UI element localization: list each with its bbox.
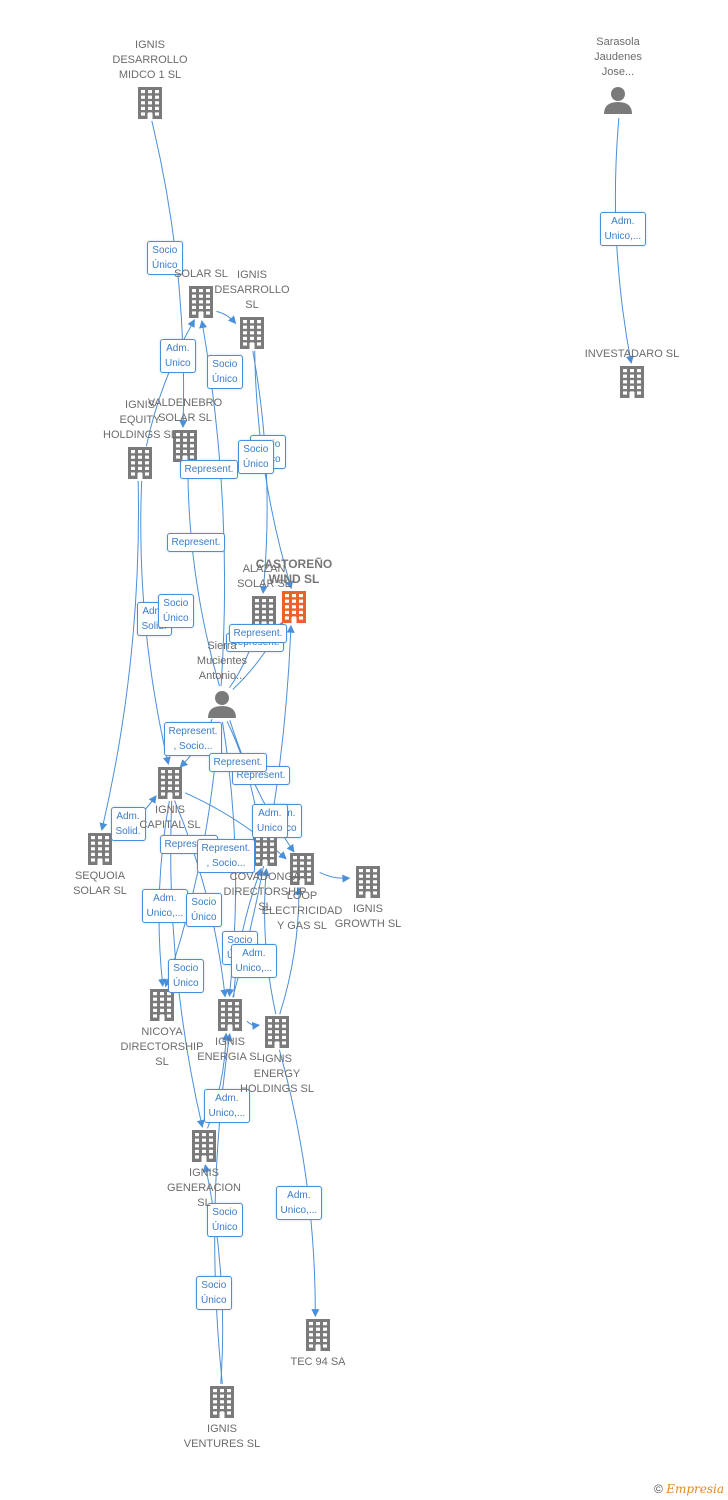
edge-label[interactable]: Adm. Unico,... (275, 1186, 323, 1220)
edge-line (278, 1049, 320, 1318)
node-label-sierra[interactable]: Sierra Mucientes Antonio... (196, 640, 248, 682)
edge-label[interactable]: Adm. Solid. (110, 807, 146, 841)
node-label-generacion[interactable]: IGNIS GENERACION SL (167, 1167, 241, 1209)
building-icon (138, 87, 162, 119)
building-icon (290, 853, 314, 885)
building-icon (240, 317, 264, 349)
node-label-growth[interactable]: IGNIS GROWTH SL (334, 903, 402, 930)
node-label-alazan[interactable]: ALAZAN SOLAR SL (237, 563, 291, 590)
edge-label[interactable]: Represent. (228, 623, 288, 643)
node-label-loop[interactable]: LOOP ELECTRICIDAD Y GAS SL (261, 890, 343, 932)
edge-label[interactable]: Adm. Unico (252, 804, 288, 838)
building-icon (192, 1130, 216, 1162)
node-label-valdenebro[interactable]: VALDENEBRO SOLAR SL (147, 397, 223, 424)
edge-line (202, 1163, 224, 1385)
edge-label[interactable]: Adm. Unico,... (230, 944, 278, 978)
node-label-sarasola[interactable]: Sarasola Jaudenes Jose... (594, 36, 642, 78)
copyright-symbol: © (654, 1482, 663, 1496)
building-icon (210, 1386, 234, 1418)
edge-label[interactable]: Socio Único (238, 440, 274, 474)
node-label-investadaro[interactable]: INVESTADARO SL (584, 348, 680, 360)
edge-label[interactable]: Adm. Unico,... (599, 212, 647, 246)
edge-label[interactable]: Socio Único (168, 959, 204, 993)
node-label-energia[interactable]: IGNIS ENERGIA SL (197, 1036, 263, 1063)
nodes (88, 87, 644, 1418)
edge-label[interactable]: Socio Único (207, 1203, 243, 1237)
edge-line (183, 463, 220, 687)
edge-label[interactable]: Adm. Unico,... (203, 1089, 251, 1123)
building-icon (265, 1016, 289, 1048)
node-label-equity[interactable]: IGNIS EQUITY HOLDINGS SL (103, 399, 177, 441)
building-icon (173, 430, 197, 462)
node-label-ventures[interactable]: IGNIS VENTURES SL (183, 1423, 261, 1450)
person-icon (208, 691, 236, 718)
building-icon (218, 999, 242, 1031)
edge-line (319, 872, 351, 883)
node-label-energyh[interactable]: IGNIS ENERGY HOLDINGS SL (240, 1053, 314, 1095)
edge-label[interactable]: Socio Único (207, 355, 243, 389)
building-icon (620, 366, 644, 398)
node-label-covadonga[interactable]: COVADONGA DIRECTORSHIP SL (223, 871, 307, 913)
edge-label[interactable]: Represent. (179, 459, 239, 479)
building-icon (253, 834, 277, 866)
edge-line (261, 867, 277, 1015)
building-icon (88, 833, 112, 865)
edge-label[interactable]: Represent. (208, 752, 268, 772)
building-icon (150, 989, 174, 1021)
edge-label[interactable]: Represent. (166, 532, 226, 552)
edge-line (99, 480, 139, 832)
node-label-solar[interactable]: SOLAR SL (174, 268, 228, 280)
building-icon (158, 767, 182, 799)
node-label-desarrollo[interactable]: IGNIS DESARROLLO SL (214, 269, 290, 311)
edge-label[interactable]: Socio Único (147, 241, 183, 275)
edge-label[interactable]: Represent. , Socio... (163, 722, 223, 756)
node-label-midco[interactable]: IGNIS DESARROLLO MIDCO 1 SL (112, 39, 188, 81)
building-icon (356, 866, 380, 898)
node-label-sequoia[interactable]: SEQUOIA SOLAR SL (73, 870, 127, 897)
edge-line (145, 318, 195, 447)
node-label-tec94[interactable]: TEC 94 SA (290, 1356, 346, 1368)
edge-label[interactable]: Adm. Unico,... (141, 889, 189, 923)
edge-label[interactable]: Socio Único (186, 893, 222, 927)
edge-label[interactable]: Adm. Unico (160, 339, 196, 373)
edge-line (216, 310, 237, 325)
building-icon (252, 596, 276, 628)
building-icon (306, 1319, 330, 1351)
edge-label[interactable]: Represent. , Socio... (196, 839, 256, 873)
edge-label[interactable]: Socio Único (158, 594, 194, 628)
node-label-capital[interactable]: IGNIS CAPITAL SL (139, 804, 201, 831)
person-icon (604, 87, 632, 114)
node-label-nicoya[interactable]: NICOYA DIRECTORSHIP SL (120, 1026, 204, 1068)
brand-logo-text[interactable]: Empresia (666, 1482, 724, 1496)
node-label-castoreno[interactable]: CASTOREÑO WIND SL (255, 557, 333, 586)
building-icon (189, 286, 213, 318)
edge-line (246, 1020, 261, 1030)
edge-label[interactable]: Socio Único (196, 1276, 232, 1310)
edge-line (279, 886, 303, 1015)
building-icon (282, 591, 306, 623)
building-icon (128, 447, 152, 479)
credit: © Empresia (654, 1482, 724, 1496)
